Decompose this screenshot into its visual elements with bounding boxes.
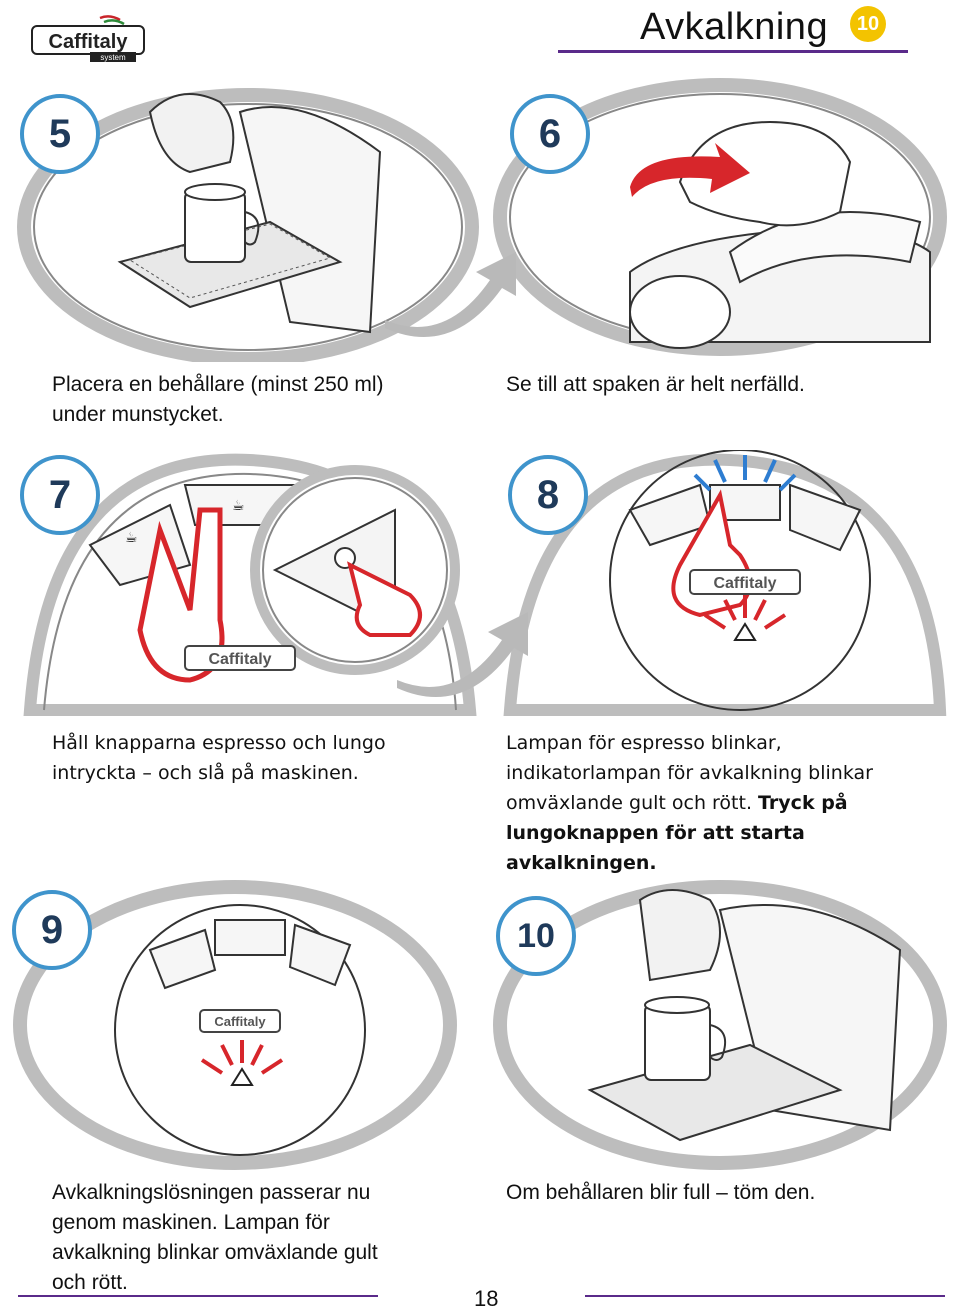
footer-rule [18,1295,378,1297]
header-rule [558,50,908,53]
step-8-number-circle: 8 [508,455,588,535]
step-7-number: 7 [48,473,72,517]
step-9-caption-line: genom maskinen. Lampan för [52,1211,330,1234]
step-8-caption-line: Lampan för espresso blinkar, [506,732,782,754]
step-6-caption-line: Se till att spaken är helt nerfälld. [506,373,805,396]
step-7-caption-line: intryckta – och slå på maskinen. [52,762,359,784]
step-9-caption-line: Avkalkningslösningen passerar nu [52,1181,371,1204]
step-7-illustration: ☕ ☕ Caffitaly 7 [10,450,480,720]
step-7-caption-line: Håll knapparna espresso och lungo [52,732,386,754]
step-9-caption-line: och rött. [52,1271,128,1294]
svg-text:☕: ☕ [125,530,138,546]
step-8-caption-bold: lungoknappen för att starta avkalkningen… [506,822,805,874]
step-10-number: 10 [517,917,555,955]
step-8-number: 8 [536,473,560,517]
page-number: 18 [474,1286,499,1311]
step-10-caption: Om behållaren blir full – töm den. [506,1178,815,1208]
step-6-caption: Se till att spaken är helt nerfälld. [506,370,805,400]
step-6-number-circle: 6 [510,94,590,174]
step-9-number: 9 [40,908,64,952]
svg-text:Caffitaly: Caffitaly [713,575,776,592]
step-5-number-circle: 5 [20,94,100,174]
step-5-caption-line: under munstycket. [52,403,224,426]
svg-text:Caffitaly: Caffitaly [208,651,271,668]
step-7-caption: Håll knapparna espresso och lungo intryc… [52,728,386,788]
step-9-number-circle: 9 [12,890,92,970]
step-9-caption: Avkalkningslösningen passerar nu genom m… [52,1178,378,1298]
step-7-number-circle: 7 [20,455,100,535]
step-5-number: 5 [48,112,72,156]
step-5-caption: Placera en behållare (minst 250 ml) unde… [52,370,384,430]
step-8-illustration: Caffitaly 8 [480,450,950,720]
page-title: Avkalkning [640,6,829,48]
svg-text:☕: ☕ [232,498,245,514]
caffitaly-logo: Caffitaly system [30,14,148,64]
step-8-caption: Lampan för espresso blinkar, indikatorla… [506,728,960,878]
step-10-caption-line: Om behållaren blir full – töm den. [506,1181,816,1204]
svg-text:Caffitaly: Caffitaly [214,1014,266,1029]
next-step-arrow-icon [385,252,516,337]
step-5-illustration: 5 [10,72,480,362]
step-10-illustration: 10 [480,880,950,1170]
step-5-caption-line: Placera en behållare (minst 250 ml) [52,373,384,396]
svg-text:Caffitaly: Caffitaly [49,31,129,53]
step-10-number-circle: 10 [496,896,576,976]
step-8-caption-line: indikatorlampan för avkalkning blinkar [506,762,873,784]
step-9-illustration: Caffitaly 9 [10,880,480,1170]
footer-rule [585,1295,945,1297]
step-8-caption-line: omväxlande gult och rött. [506,792,752,814]
step-6-number: 6 [538,112,562,156]
step-6-illustration: 6 [480,72,950,362]
step-8-caption-bold: Tryck på [758,792,848,814]
svg-text:system: system [100,53,126,62]
chapter-number-badge: 10 [850,6,886,42]
step-9-caption-line: avkalkning blinkar omväxlande gult [52,1241,378,1264]
next-step-arrow-icon [397,612,528,697]
